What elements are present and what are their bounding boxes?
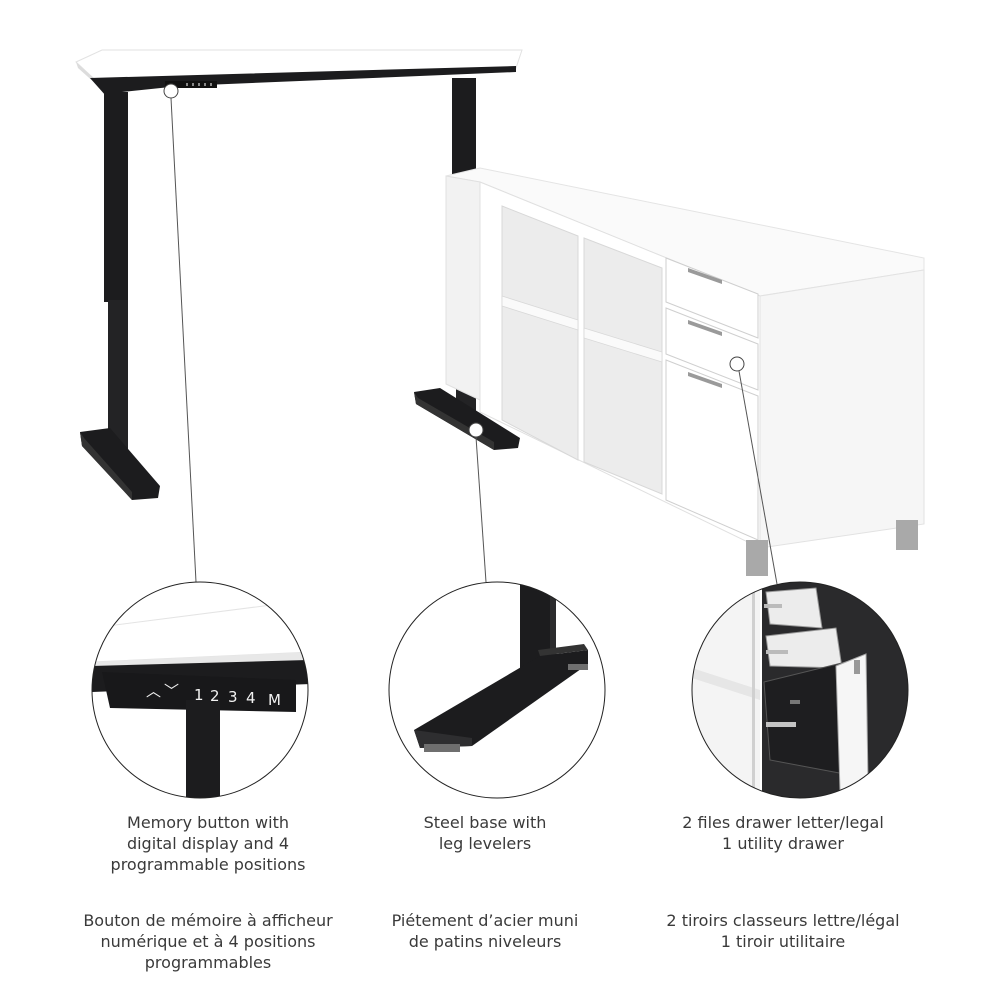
keypad-key-1[interactable]: 1	[194, 686, 204, 704]
callout-dot-drawers	[729, 356, 745, 372]
credenza-foot	[896, 520, 918, 550]
drawer-handle	[688, 320, 722, 336]
left-foot	[80, 428, 160, 500]
callout-dot-base	[468, 422, 484, 438]
credenza-foot	[746, 540, 768, 576]
keypad-key-m[interactable]: M	[268, 691, 281, 709]
foot-closeup	[414, 650, 588, 748]
keypad-key-4[interactable]: 4	[246, 689, 256, 707]
keypad-key-2[interactable]: 2	[210, 687, 220, 705]
detail-keypad: ︿ ﹀ 1 2 3 4 M	[91, 581, 309, 799]
keypad-down-key[interactable]: ﹀	[164, 682, 179, 700]
caption-drawers-fr: 2 tiroirs classeurs lettre/légal 1 tiroi…	[666, 911, 900, 951]
callout-dot-keypad	[163, 83, 179, 99]
keypad-key-3[interactable]: 3	[228, 688, 238, 706]
drawer-open-1	[765, 587, 823, 629]
leader-lines	[170, 97, 778, 585]
drawer-top	[665, 257, 759, 339]
caption-drawers-en: 2 files drawer letter/legal 1 utility dr…	[682, 813, 884, 853]
open-shelf-left	[501, 205, 579, 461]
keypad-panel	[102, 672, 296, 712]
storage-credenza	[445, 167, 925, 576]
right-foot	[414, 388, 520, 450]
left-leg-upper	[104, 92, 128, 302]
left-leg-lower	[108, 300, 128, 450]
keypad-up-key[interactable]: ︿	[146, 682, 161, 700]
caption-memory-button-fr: Bouton de mémoire à afficheur numérique …	[83, 911, 333, 972]
detail-circle-outline	[91, 581, 309, 799]
keypad-small	[165, 81, 217, 88]
open-shelf-right	[583, 237, 663, 495]
detail-circle-outline	[388, 581, 606, 799]
leveler-closeup	[424, 744, 460, 752]
detail-drawers	[691, 581, 909, 799]
detail-circle-outline	[691, 581, 909, 799]
drawer-handle	[688, 372, 722, 388]
caption-memory-button-en: Memory button with digital display and 4…	[110, 813, 306, 874]
caption-steel-base-en: Steel base with leg levelers	[423, 813, 547, 853]
caption-steel-base-fr: Piétement d’acier muni de patins niveleu…	[391, 911, 579, 951]
drawer-handle	[688, 268, 722, 284]
desk-frame	[90, 66, 516, 96]
detail-steel-base	[388, 581, 606, 799]
